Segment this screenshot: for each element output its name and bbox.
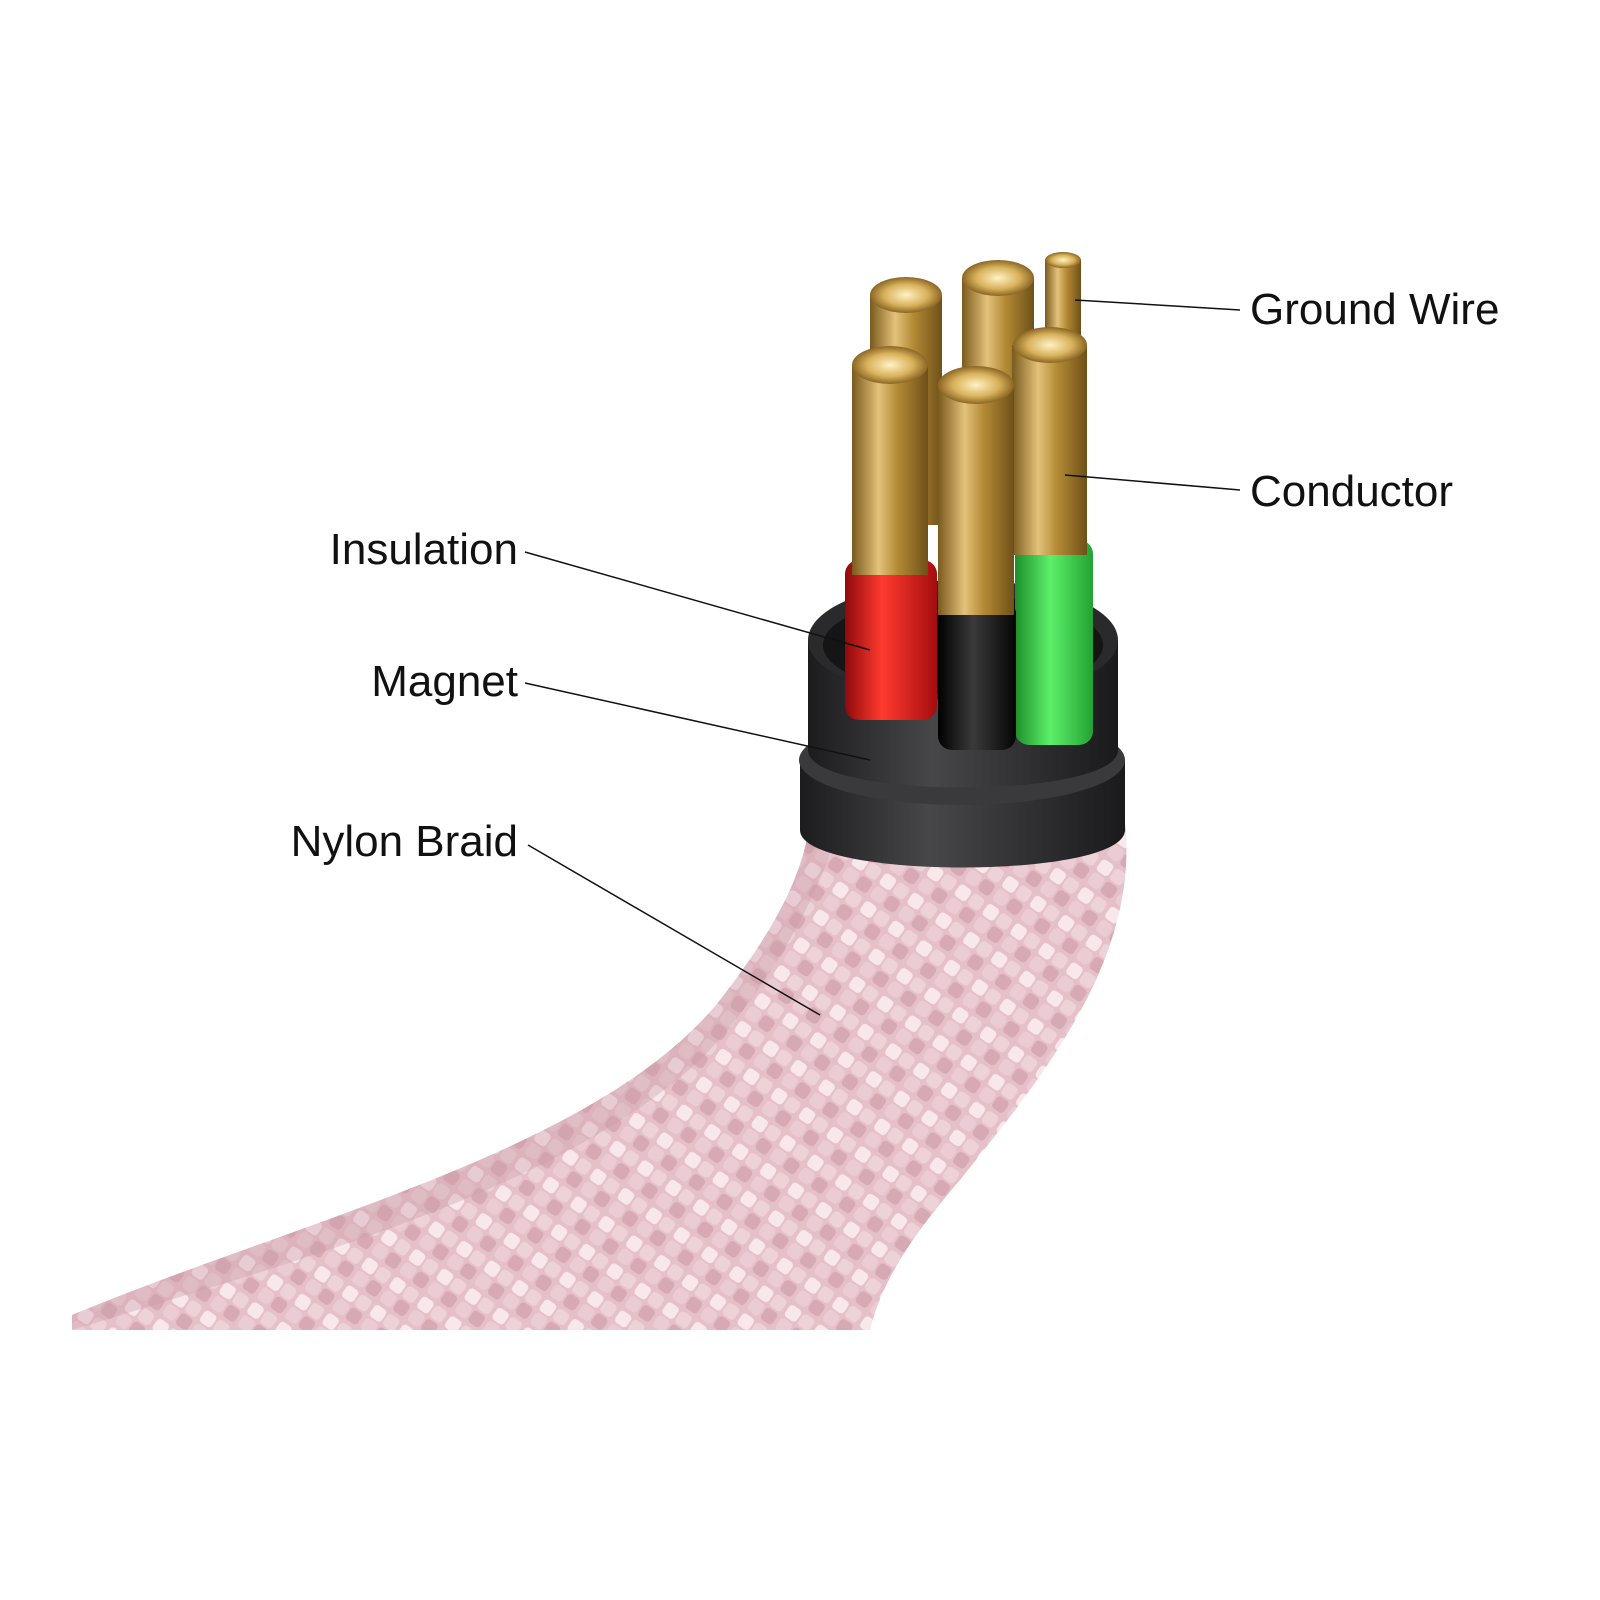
conductor-strand-cap <box>938 366 1014 404</box>
conductor-strand-cap <box>852 346 928 384</box>
nylon-braid-leader <box>527 844 821 1016</box>
ground-wire-leader <box>1074 299 1241 311</box>
conductor-strand-cap <box>1013 327 1087 363</box>
conductor-strand <box>1012 345 1087 555</box>
conductor-strand <box>852 365 928 575</box>
conductor-strand-cap <box>962 260 1034 296</box>
insulation-label: Insulation <box>329 525 518 574</box>
magnet-leader <box>524 682 871 761</box>
green-insulation <box>1015 540 1093 745</box>
conductor-leader <box>1064 474 1241 491</box>
red-insulation <box>845 560 937 720</box>
conductor-label: Conductor <box>1250 467 1454 516</box>
ground-wire-label: Ground Wire <box>1250 285 1500 334</box>
insulation-leader <box>524 551 871 651</box>
nylon-braid-sleeve <box>72 820 1127 1330</box>
black-insulation <box>938 600 1016 750</box>
nylon-braid-label: Nylon Braid <box>290 817 518 866</box>
magnet-label: Magnet <box>371 657 518 706</box>
conductor-strand <box>938 385 1014 615</box>
conductor-strand-cap <box>870 277 942 313</box>
ground-wire-cap <box>1045 252 1081 268</box>
